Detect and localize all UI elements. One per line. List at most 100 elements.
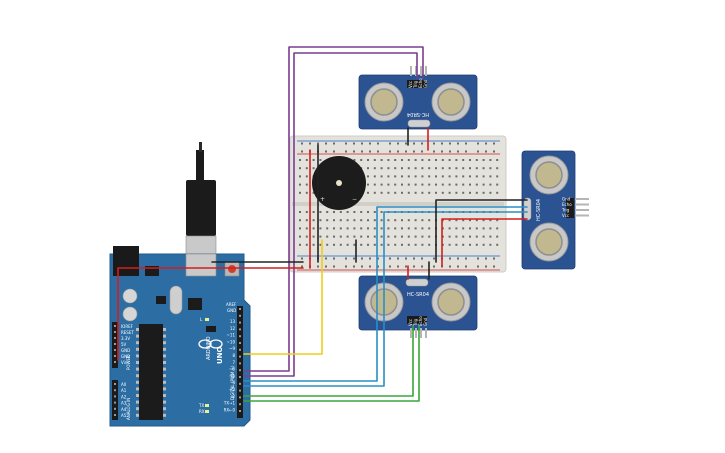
bb-rail-hole: [333, 257, 335, 260]
bb-rail-hole: [389, 257, 391, 260]
bb-hole: [482, 167, 485, 170]
bb-hole: [496, 183, 499, 186]
wire-green-trig: [243, 325, 414, 397]
led-tx-label: TX: [198, 403, 204, 408]
bb-hole: [489, 159, 492, 161]
bb-hole: [319, 219, 322, 222]
sensor-pin-label: Gnd: [562, 197, 571, 202]
bb-hole: [360, 211, 363, 213]
bb-rail-hole: [369, 142, 371, 145]
power-pin-label: RESET: [121, 330, 134, 335]
bb-rail-hole: [353, 142, 355, 145]
bb-rail-hole: [421, 265, 423, 268]
bb-hole: [462, 183, 465, 186]
bb-rail-hole: [433, 257, 435, 260]
bb-hole: [299, 159, 301, 161]
bb-hole: [401, 167, 403, 170]
bb-hole: [387, 243, 390, 246]
bb-hole: [489, 235, 492, 238]
header-pin: [114, 414, 116, 416]
bb-hole: [367, 175, 369, 178]
bb-hole: [326, 227, 329, 230]
bb-rail-hole: [477, 265, 479, 268]
bb-hole: [414, 159, 417, 161]
bb-rail-hole: [421, 150, 423, 153]
bb-hole: [475, 243, 478, 246]
sensor-pin: [410, 66, 412, 76]
bb-hole: [482, 235, 485, 238]
sensor-pin: [575, 214, 589, 217]
bb-hole: [387, 235, 390, 238]
bb-rail-hole: [377, 257, 379, 260]
bb-hole: [299, 235, 301, 238]
bb-hole: [299, 243, 301, 246]
bb-rail-hole: [413, 265, 415, 268]
bb-rail-hole: [369, 257, 371, 260]
bb-rail-hole: [441, 150, 443, 153]
chip-pin: [163, 328, 166, 331]
digital-pin-label: ~3: [229, 387, 235, 392]
bb-hole: [394, 159, 397, 161]
bb-hole: [360, 159, 363, 161]
arduino-logo: ARDUINO UNO: [198, 336, 224, 364]
sensor-pin: [425, 328, 427, 338]
bb-rail-hole: [301, 257, 303, 260]
bb-rail-hole: [397, 142, 399, 145]
power-pin-label: IOREF: [121, 324, 134, 329]
bb-hole: [469, 243, 471, 246]
bb-hole: [489, 243, 492, 246]
bb-hole: [414, 235, 417, 238]
bb-hole: [367, 219, 369, 222]
chip-pin: [163, 407, 166, 411]
bb-hole: [373, 243, 376, 246]
bb-hole: [367, 167, 369, 170]
bb-hole: [387, 175, 390, 178]
analog-header: [112, 380, 118, 420]
chip-pin: [163, 341, 166, 345]
bb-hole: [414, 175, 417, 178]
chip-pin: [136, 380, 139, 384]
bb-rail-hole: [405, 257, 407, 260]
sensor-pin-label: Vcc: [562, 213, 569, 218]
chip-pin: [163, 413, 166, 417]
bb-rail-hole: [433, 150, 435, 153]
header-pin: [239, 389, 241, 392]
bb-hole: [489, 191, 492, 194]
bb-hole: [333, 211, 335, 213]
analog-pin-label: A5: [121, 413, 127, 418]
bb-hole: [455, 159, 458, 161]
bb-hole: [367, 159, 369, 161]
sensor-right-model: HC-SR04: [536, 199, 542, 221]
bb-hole: [353, 219, 356, 222]
chip-pin: [136, 374, 139, 378]
header-pin: [114, 401, 116, 404]
bb-hole: [448, 191, 451, 194]
bb-hole: [421, 167, 424, 170]
header-pin: [239, 369, 241, 372]
sensor-pin: [415, 66, 417, 76]
bb-hole: [469, 159, 471, 161]
digital-pin-label: 4: [232, 380, 235, 385]
header-pin: [114, 355, 116, 357]
bb-rail-hole: [317, 142, 319, 145]
bb-hole: [469, 183, 471, 186]
bb-hole: [414, 243, 417, 246]
sensor-pin: [410, 328, 412, 338]
header-pin: [239, 396, 241, 399]
bb-hole: [435, 191, 437, 194]
bb-hole: [319, 227, 322, 230]
bb-rail-hole: [353, 257, 355, 260]
bb-hole: [401, 159, 403, 161]
sensor-pin-label: Vcc: [408, 81, 413, 88]
bb-hole: [387, 167, 390, 170]
bb-hole: [428, 159, 431, 161]
header-pin: [114, 395, 116, 398]
digital-pin-label: 12: [230, 326, 236, 331]
bb-hole: [373, 159, 376, 161]
header-pin: [239, 376, 241, 378]
chip-pin: [163, 400, 166, 404]
bb-rail-hole: [325, 142, 327, 145]
bb-hole: [421, 227, 424, 230]
power-pin-label: Vin: [121, 360, 128, 365]
bb-rail-hole: [325, 257, 327, 260]
